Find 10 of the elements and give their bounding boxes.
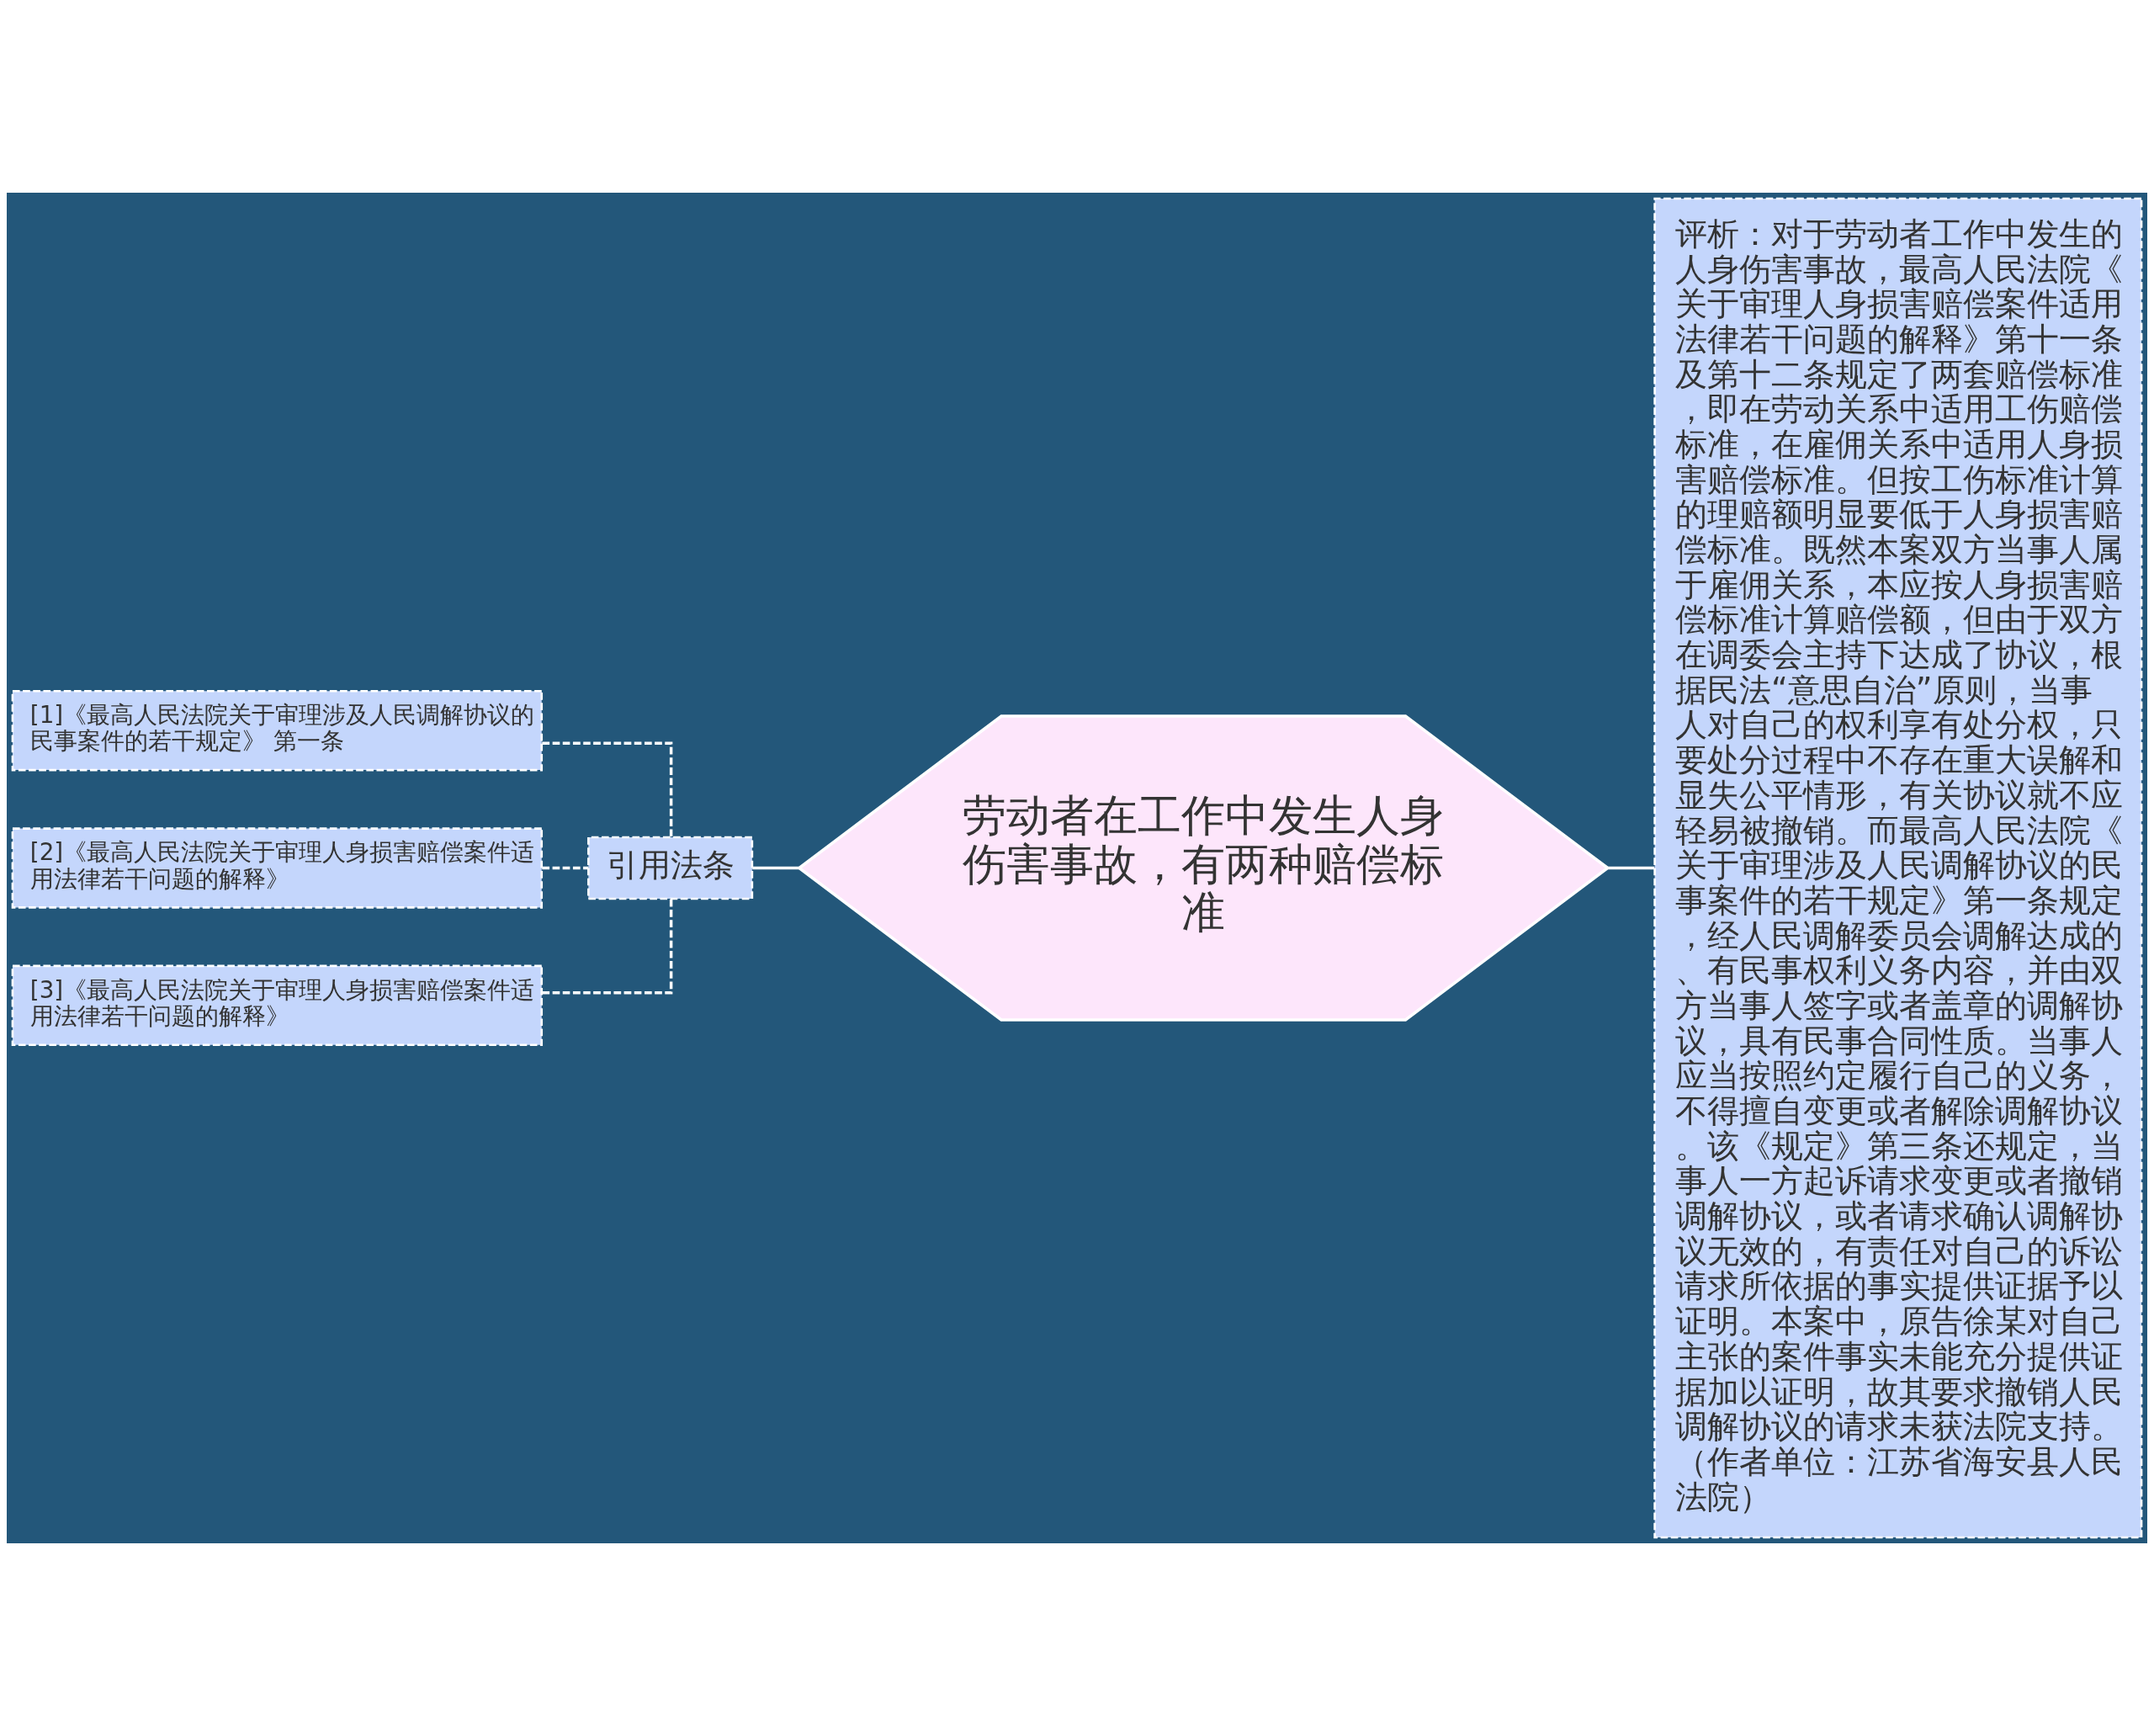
connector: [542, 741, 673, 837]
connector: [1608, 866, 1655, 870]
node-box: [3]《最高人民法院关于审理人身损害赔偿案件适用法律若干问题的解释》: [11, 964, 544, 1046]
node-box: [1]《最高人民法院关于审理涉及人民调解协议的民事案件的若干规定》 第一条: [11, 690, 544, 772]
node-box: 引用法条: [587, 836, 754, 900]
connector: [542, 866, 589, 870]
connector: [542, 899, 673, 995]
connector: [752, 866, 799, 870]
node-box: 评析：对于劳动者工作中发生的人身伤害事故，最高人民法院《关于审理人身损害赔偿案件适用法律若干问题的解释》第十一条及第十二条规定了两套赔偿标准，即在劳动关系中适用工伤赔偿标准，在雇佣关系中适用人身损害赔偿标准。但按工伤标准计算的理赔额明显要低于人身损害赔偿标准。既然本案双方当事人属于雇佣关系，本应按人身损害赔偿标准计算赔偿额，但由于双方在调委会主持下达成了协议，根据民法“意思自治”原则，当事人对自己的权利享有处分权，只要处分过程中不存在重大误解和显失公平情形，有关协议就不应轻易被撤销。而最高人民法院《关于审理涉及人民调解协议的民事案件的若干规定》第一条规定，经人民调解委员会调解达成的、有民事权利义务内容，并由双方当事人签字或者盖章的调解协议，具有民事合同性质。当事人应当按照约定履行自己的义务，不得擅自变更或者解除调解协议。该《规定》第三条还规定，当事人一方起诉请求变更或者撤销调解协议，或者请求确认调解协议无效的，有责任对自己的诉讼请求所依据的事实提供证据予以证明。本案中，原告徐某对自己主张的案件事实未能充分提供证据加以证明，故其要求撤销人民调解协议的请求未获法院支持。（作者单位：江苏省海安县人民法院）: [1653, 197, 2143, 1539]
node-box: [2]《最高人民法院关于审理人身损害赔偿案件适用法律若干问题的解释》: [11, 827, 544, 909]
